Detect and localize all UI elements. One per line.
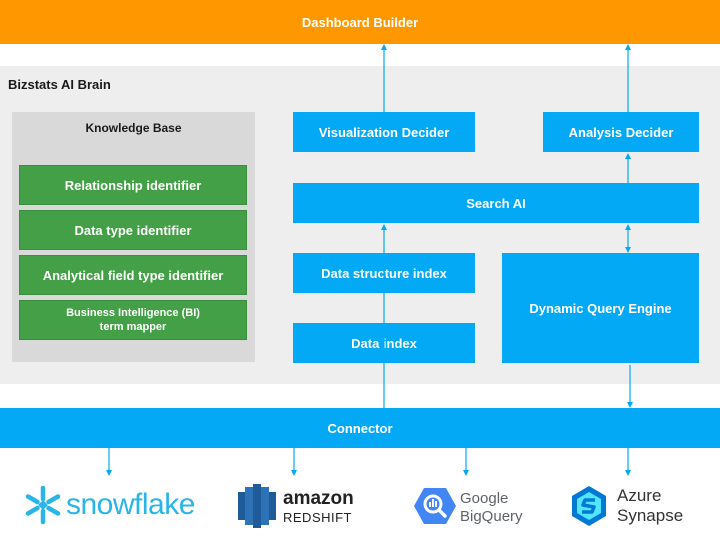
amazon-wordmark: amazon (283, 488, 354, 509)
kb-item-analytical-field-type-identifier: Analytical field type identifier (19, 255, 247, 295)
dashboard-builder-label: Dashboard Builder (301, 14, 419, 30)
kb-item-bi-term-mapper: Business Intelligence (BI) term mapper (19, 300, 247, 340)
search-ai-label: Search AI (466, 195, 526, 211)
amazon-redshift-logo: amazon REDSHIFT (238, 484, 358, 528)
bigquery-icon (414, 488, 456, 524)
dynamic-query-engine-label: Dynamic Query Engine (529, 300, 672, 316)
ai-brain-title: Bizstats AI Brain (8, 77, 111, 92)
kb-item-label: Analytical field type identifier (42, 267, 224, 283)
synapse-icon (572, 486, 606, 526)
snowflake-icon (25, 485, 61, 525)
synapse-wordmark: Synapse (617, 506, 684, 525)
redshift-icon (238, 484, 276, 528)
snowflake-wordmark: snowflake (66, 488, 195, 521)
visualization-decider-box: Visualization Decider (293, 112, 475, 152)
azure-synapse-logo: Azure Synapse (570, 484, 690, 528)
knowledge-base-title: Knowledge Base (85, 121, 182, 135)
google-bigquery-logo: Google BigQuery (414, 484, 524, 528)
azure-wordmark: Azure (617, 486, 662, 505)
kb-item-label: Business Intelligence (BI) term mapper (66, 307, 200, 333)
visualization-decider-label: Visualization Decider (318, 124, 450, 140)
snowflake-logo: snowflake (22, 484, 195, 526)
google-wordmark: Google (460, 490, 509, 507)
dashboard-builder-box: Dashboard Builder (0, 0, 720, 44)
connector-label: Connector (327, 420, 393, 436)
redshift-wordmark: REDSHIFT (283, 510, 352, 525)
dynamic-query-engine-box: Dynamic Query Engine (502, 253, 699, 363)
analysis-decider-label: Analysis Decider (568, 124, 674, 140)
connector-bar: Connector (0, 408, 720, 448)
kb-item-label: Relationship identifier (64, 177, 202, 193)
kb-item-label: Data type identifier (74, 222, 192, 238)
kb-item-data-type-identifier: Data type identifier (19, 210, 247, 250)
bigquery-wordmark: BigQuery (460, 508, 523, 525)
kb-item-relationship-identifier: Relationship identifier (19, 165, 247, 205)
search-ai-box: Search AI (293, 183, 699, 223)
analysis-decider-box: Analysis Decider (543, 112, 699, 152)
